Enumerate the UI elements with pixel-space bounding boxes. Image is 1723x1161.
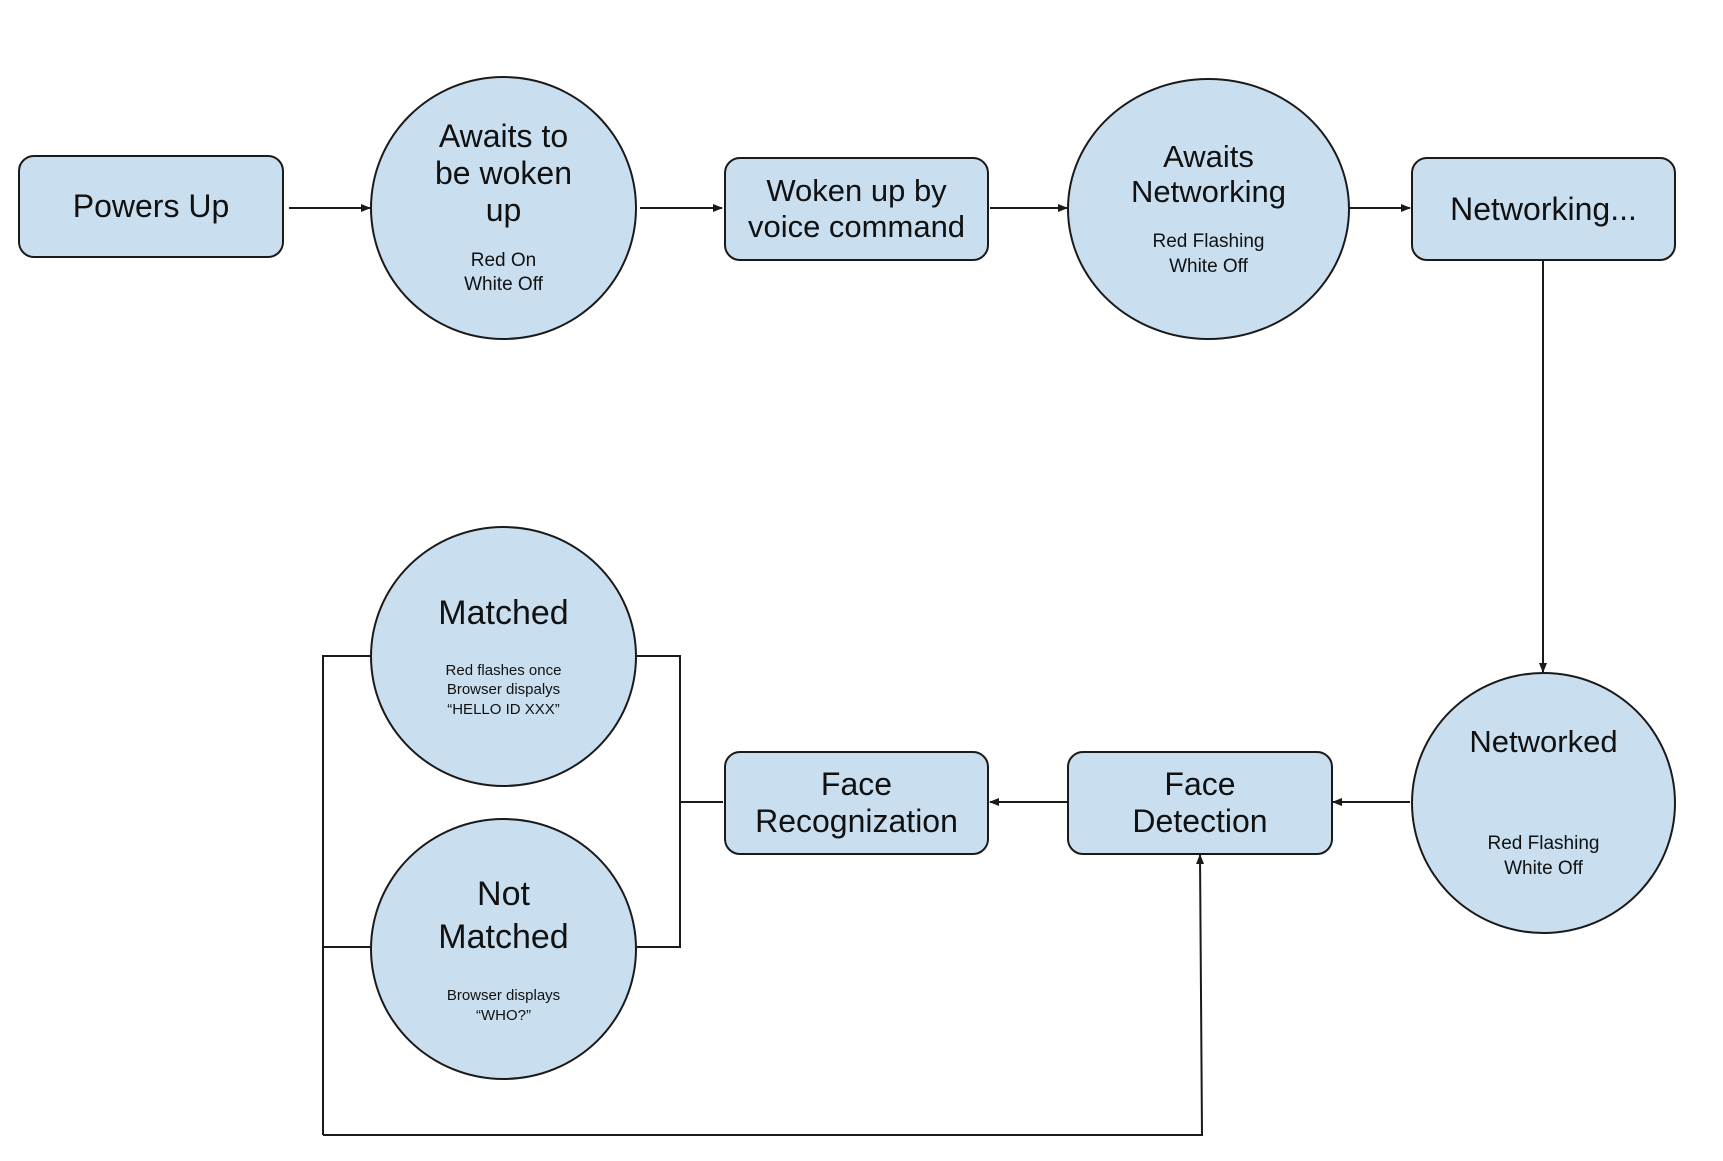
node-title: Face Recognization: [755, 766, 958, 839]
edge-matched-loop-back: [322, 655, 370, 1135]
node-detail: Red flashes once Browser dispalys “HELLO…: [446, 661, 562, 720]
node-detail: Red Flashing White Off: [1153, 230, 1265, 279]
node-awaits-networking: Awaits Networking Red Flashing White Off: [1067, 78, 1350, 340]
node-title: Networked: [1469, 724, 1618, 760]
node-detail: Red On White Off: [464, 249, 543, 298]
node-title: Woken up by voice command: [747, 173, 966, 244]
node-title: Face Detection: [1132, 766, 1268, 839]
detail-line: Browser displays: [446, 987, 561, 1004]
edge-face-recognization-to-not-matched: [637, 802, 681, 948]
detail-line: Browser dispalys: [446, 681, 561, 699]
detail-line: Red flashes once: [445, 661, 562, 679]
node-detail: Red Flashing White Off: [1488, 832, 1600, 881]
node-networked: Networked Red Flashing White Off: [1411, 672, 1676, 934]
detail-line: Red On: [470, 249, 537, 271]
detail-line: Red Flashing: [1152, 230, 1265, 252]
node-title: Networking...: [1450, 190, 1637, 227]
edge-loop-to-face-detection: [323, 854, 1205, 1136]
detail-line: “HELLO ID XXX”: [447, 700, 560, 718]
node-awaits-wake: Awaits to be woken up Red On White Off: [370, 76, 637, 340]
node-title: Awaits to be woken up: [435, 118, 572, 228]
node-face-detection: Face Detection: [1067, 751, 1333, 855]
node-title: Powers Up: [72, 188, 230, 225]
node-networking: Networking...: [1411, 157, 1676, 261]
node-detail: Browser displays “WHO?”: [447, 986, 560, 1025]
detail-line: White Off: [1169, 255, 1248, 277]
node-powers-up: Powers Up: [18, 155, 284, 258]
node-title: Not Matched: [438, 875, 569, 956]
node-matched: Matched Red flashes once Browser dispaly…: [370, 526, 637, 787]
detail-line: Red Flashing: [1487, 833, 1600, 855]
node-not-matched: Not Matched Browser displays “WHO?”: [370, 818, 637, 1080]
node-title: Awaits Networking: [1130, 138, 1287, 210]
node-woken-up: Woken up by voice command: [724, 157, 989, 261]
edge-face-recognization-to-results: [637, 655, 723, 803]
node-face-recognization: Face Recognization: [724, 751, 989, 855]
detail-line: White Off: [1504, 857, 1583, 879]
detail-line: White Off: [464, 274, 543, 296]
detail-line: “WHO?”: [476, 1006, 531, 1024]
node-title: Matched: [438, 593, 569, 632]
